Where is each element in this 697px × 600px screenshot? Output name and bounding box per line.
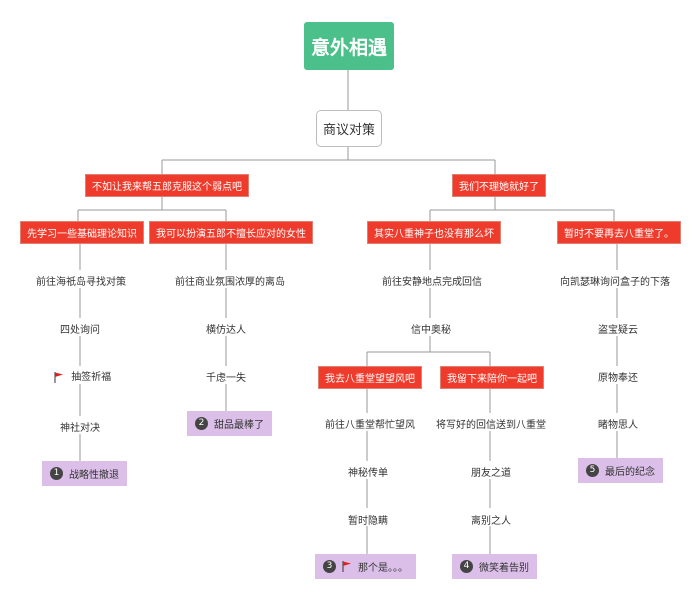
chain-c1-item[interactable]: 前往八重堂帮忙望风 bbox=[325, 420, 415, 431]
end-label: 微笑着告别 bbox=[479, 563, 529, 574]
chain-b-item[interactable]: 横仿达人 bbox=[206, 325, 246, 336]
end-node-3[interactable]: 3 那个是。。。 bbox=[315, 554, 416, 579]
branch-right[interactable]: 我们不理她就好了 bbox=[452, 174, 546, 197]
chain-a-label: 抽签祈福 bbox=[71, 372, 112, 383]
end-label: 最后的纪念 bbox=[605, 467, 655, 478]
chain-a-item[interactable]: 神社对决 bbox=[60, 423, 100, 434]
number-badge: 1 bbox=[50, 467, 63, 480]
chain-c-item[interactable]: 前往安静地点完成回信 bbox=[382, 277, 482, 288]
end-label: 那个是。。。 bbox=[358, 563, 408, 574]
chain-c1-item[interactable]: 暂时隐瞒 bbox=[348, 516, 388, 527]
sub-node-a[interactable]: 先学习一些基础理论知识 bbox=[20, 221, 144, 244]
branch-left[interactable]: 不如让我来帮五郎克服这个弱点吧 bbox=[85, 174, 249, 197]
end-node-4[interactable]: 4 微笑着告别 bbox=[452, 554, 537, 579]
number-badge: 4 bbox=[460, 560, 473, 573]
end-label: 甜品最棒了 bbox=[214, 420, 264, 431]
sub-node-b[interactable]: 我可以扮演五郎不擅长应对的女性 bbox=[149, 221, 313, 244]
sub-node-c1[interactable]: 我去八重堂望望风吧 bbox=[318, 366, 422, 389]
end-node-1[interactable]: 1 战略性撤退 bbox=[42, 461, 127, 486]
chain-c2-item[interactable]: 将写好的回信送到八重堂 bbox=[436, 420, 546, 431]
chain-a-item[interactable]: 四处询问 bbox=[60, 325, 100, 336]
chain-c1-item[interactable]: 神秘传单 bbox=[348, 468, 388, 479]
end-node-5[interactable]: 5 最后的纪念 bbox=[578, 458, 663, 483]
chain-d-item[interactable]: 睹物思人 bbox=[598, 420, 638, 431]
end-node-2[interactable]: 2 甜品最棒了 bbox=[187, 411, 272, 436]
sub-node-d[interactable]: 暂时不要再去八重堂了。 bbox=[557, 221, 681, 244]
chain-a-item[interactable]: 前往海祇岛寻找对策 bbox=[36, 277, 126, 288]
chain-b-item[interactable]: 千虑一失 bbox=[206, 373, 246, 384]
chain-d-item[interactable]: 盗宝疑云 bbox=[598, 325, 638, 336]
chain-d-item[interactable]: 向凯瑟琳询问盒子的下落 bbox=[560, 277, 670, 288]
number-badge: 5 bbox=[586, 464, 599, 477]
flag-icon bbox=[54, 371, 63, 383]
number-badge: 3 bbox=[323, 560, 336, 573]
chain-a-item[interactable]: 抽签祈福 bbox=[54, 368, 111, 383]
chain-c2-item[interactable]: 离别之人 bbox=[471, 516, 511, 527]
chain-c2-item[interactable]: 朋友之道 bbox=[471, 468, 511, 479]
chain-d-item[interactable]: 原物奉还 bbox=[598, 373, 638, 384]
sub-node-c2[interactable]: 我留下来陪你一起吧 bbox=[440, 366, 544, 389]
chain-c-item[interactable]: 信中奥秘 bbox=[411, 325, 451, 336]
flag-icon bbox=[342, 561, 351, 572]
chain-b-item[interactable]: 前往商业氛围浓厚的离岛 bbox=[175, 277, 285, 288]
end-label: 战略性撤退 bbox=[69, 470, 119, 481]
sub-node-c[interactable]: 其实八重神子也没有那么坏 bbox=[367, 221, 501, 244]
root-node[interactable]: 意外相遇 bbox=[304, 22, 394, 70]
number-badge: 2 bbox=[195, 417, 208, 430]
topic-node[interactable]: 商议对策 bbox=[316, 110, 382, 147]
